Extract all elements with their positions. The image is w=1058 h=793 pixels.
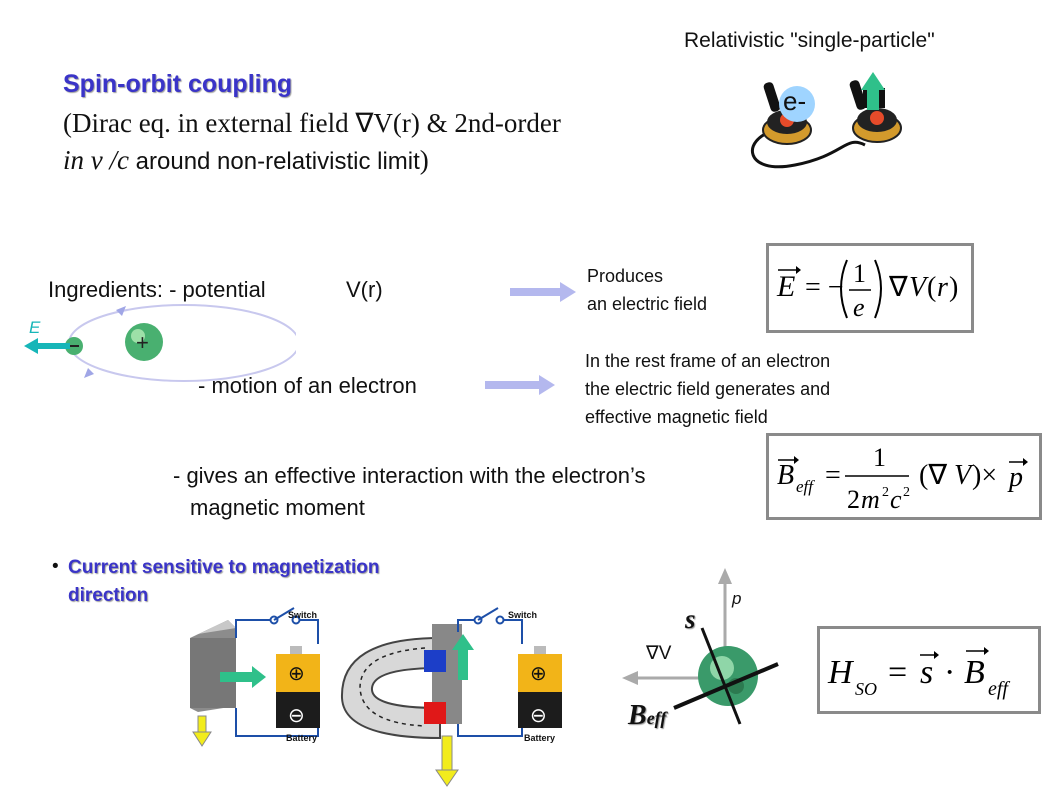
rest-frame-line-1: In the rest frame of an electron [585,351,831,371]
svg-text:+: + [136,330,149,355]
orbit-illustration: + [24,304,296,382]
svg-text:1: 1 [853,259,866,288]
vector-p-label: p [732,589,742,608]
svg-text:(∇: (∇ [919,460,947,491]
plus-symbol-1: ⊕ [288,663,305,685]
svg-text:V: V [954,460,974,491]
vector-beff-symbol: B [628,700,647,731]
subtitle-vc: in v /c [63,145,129,175]
svg-text:): ) [949,272,958,303]
switch-label-1: Switch [288,610,318,620]
b-eff-equation: B eff = 1 2 m 2 c 2 (∇ V )× p [777,443,1028,514]
ingredients-lead: Ingredients: - potential [48,277,266,302]
svg-text:2: 2 [847,485,860,514]
electron-label: e- [783,86,807,116]
h-so-equation-box: H SO = s · B eff [817,626,1041,714]
svg-text:= −: = − [805,272,844,303]
circuit-illustration-1 [190,607,320,747]
minus-symbol-1: ⊖ [288,705,305,727]
telephones-illustration [750,72,902,169]
svg-text:eff: eff [988,678,1010,700]
svg-text:(: ( [927,272,936,303]
vector-gradv-label: ∇V [646,643,672,664]
circuit-illustration-2 [340,607,562,787]
svg-text:E: E [776,270,795,303]
svg-text:SO: SO [855,679,877,699]
svg-text:=: = [888,654,907,691]
minus-symbol-2: ⊖ [530,705,547,727]
h-so-equation: H SO = s · B eff [827,647,1010,700]
svg-text:eff: eff [796,477,815,496]
vector-beff-subscript: eff [646,708,667,728]
bullet-line-1: Current sensitive to magnetization [68,557,380,578]
produces-line-1: Produces [587,266,664,286]
e-field-equation-box: E = − 1 e ∇ V ( r ) [766,243,974,333]
vector-s-label: s [685,604,696,634]
battery-label-2: Battery [524,733,556,743]
motion-text: - motion of an electron [198,373,417,398]
svg-text:∇: ∇ [888,272,908,303]
subtitle-line-2: in v /c around non-relativistic limit) [63,145,429,176]
svg-text:m: m [861,485,880,514]
potential-symbol: V(r) [346,277,383,302]
rest-frame-text: In the rest frame of an electron the ele… [585,347,830,431]
e-field-equation: E = − 1 e ∇ V ( r ) [776,259,958,322]
svg-text:=: = [825,460,841,491]
vector-beff-label: Beff [628,700,666,732]
svg-text:c: c [890,485,902,514]
svg-text:2: 2 [882,485,889,500]
gives-line-1: - gives an effective interaction with th… [173,463,646,488]
svg-text:s: s [920,654,933,691]
field-label: E [29,318,41,337]
battery-label-1: Battery [286,733,318,743]
b-eff-equation-box: B eff = 1 2 m 2 c 2 (∇ V )× p [766,433,1042,520]
svg-text:B: B [777,460,794,491]
svg-text:)×: )× [972,460,997,491]
svg-text:H: H [827,654,855,691]
produces-text: Produces an electric field [587,262,707,318]
bullet-line-2: direction [68,585,149,606]
produces-line-2: an electric field [587,294,708,314]
switch-label-2: Switch [508,610,538,620]
svg-text:2: 2 [903,485,910,500]
svg-text:·: · [944,654,955,691]
slide-title: Spin-orbit coupling [63,70,293,98]
svg-text:e: e [853,293,865,322]
plus-symbol-2: ⊕ [530,663,547,685]
subtitle-close: ) [419,145,429,175]
svg-text:V: V [909,272,929,303]
gives-line-2: magnetic moment [190,495,365,520]
subtitle-line-1: (Dirac eq. in external field ∇V(r) & 2nd… [63,108,561,138]
svg-text:r: r [937,272,948,303]
svg-text:p: p [1007,462,1023,493]
svg-text:1: 1 [873,443,886,472]
rest-frame-line-3: effective magnetic field [585,407,768,427]
relativistic-caption: Relativistic "single-particle" [684,29,935,52]
arrow-to-produces [510,282,576,302]
rest-frame-line-2: the electric field generates and [585,379,831,399]
subtitle-limit: around non-relativistic limit [128,148,420,175]
bullet-dot: • [52,556,59,577]
svg-text:B: B [964,654,985,691]
arrow-to-rest-frame [485,375,555,395]
vector-diagram [622,568,779,725]
